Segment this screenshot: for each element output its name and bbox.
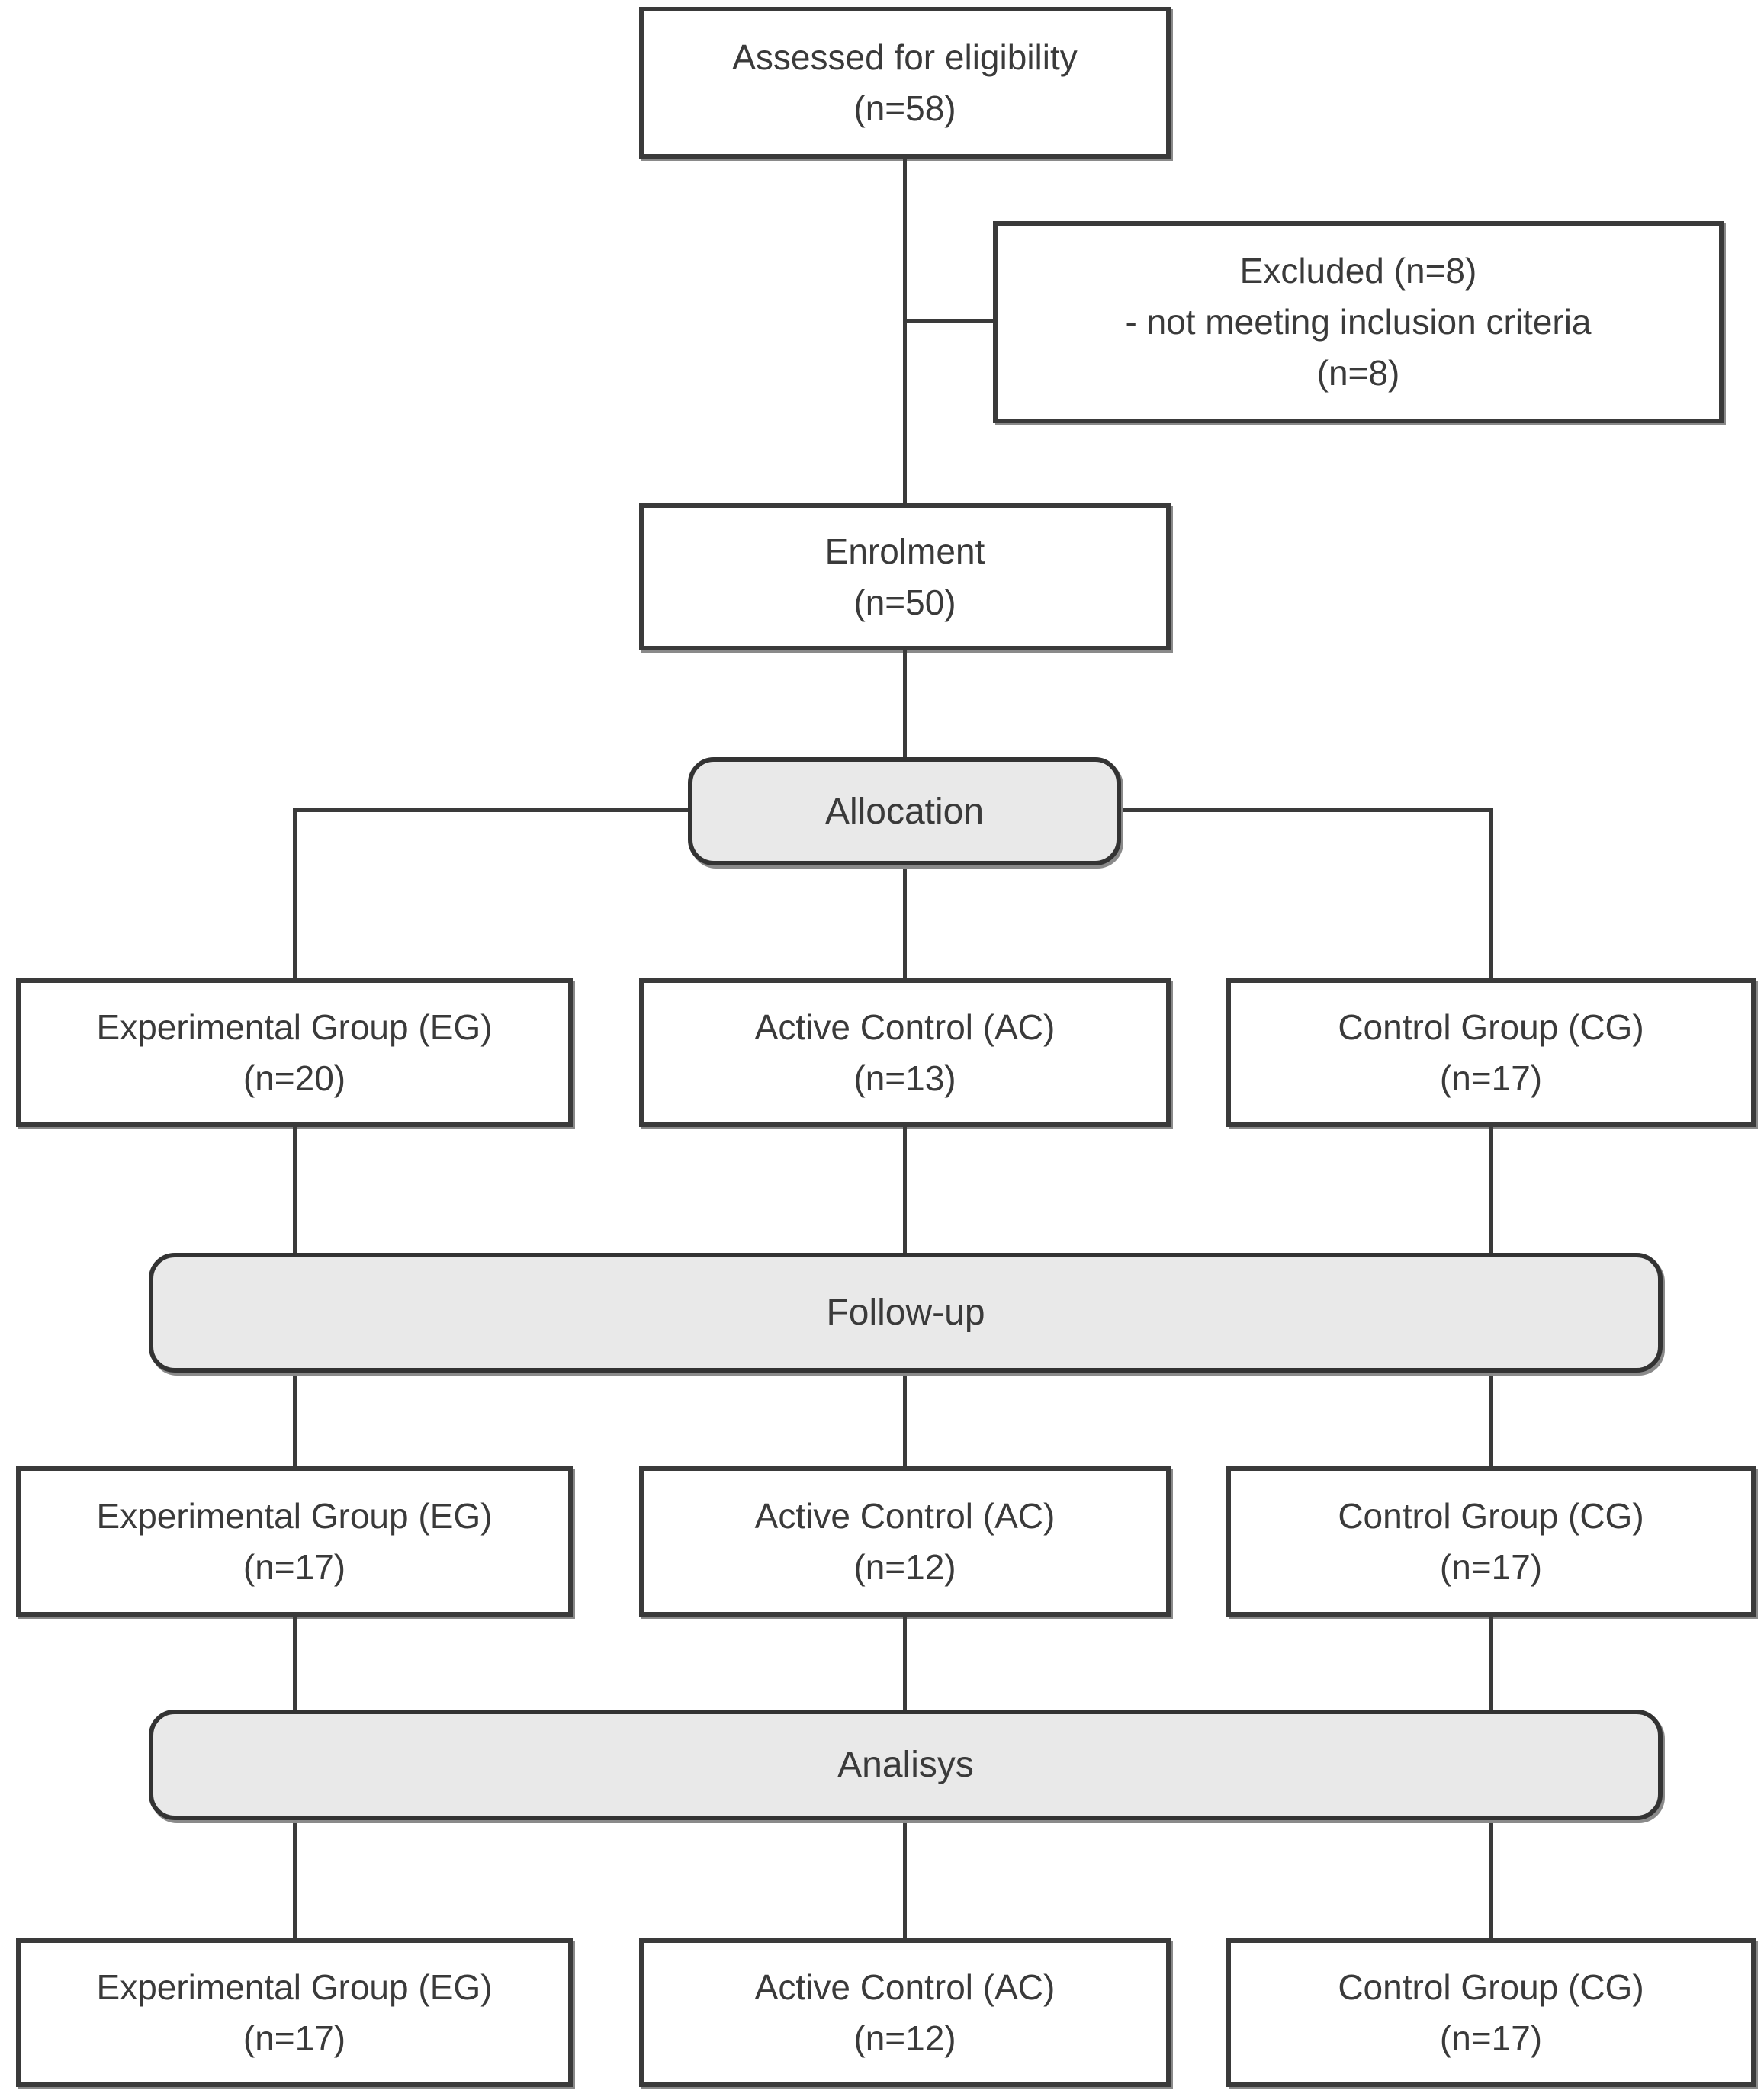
followup-eg-title: Experimental Group (EG) (96, 1495, 493, 1536)
connector-cg-to-analysis (1489, 1614, 1493, 1712)
alloc-ac-count: (n=13) (853, 1058, 956, 1098)
allocation-stage-label: Allocation (824, 791, 985, 832)
connector-branch-to-excluded (904, 319, 994, 323)
followup-eg-count: (n=17) (243, 1546, 346, 1587)
connector-followup-to-eg (293, 1369, 297, 1469)
connector-followup-to-cg (1489, 1369, 1493, 1469)
connector-alloc-ac-to-followup (903, 1125, 907, 1256)
excluded-box: Excluded (n=8) - not meeting inclusion c… (993, 221, 1724, 423)
followup-eg-box: Experimental Group (EG) (n=17) (16, 1466, 573, 1617)
enrolment-count: (n=50) (853, 582, 956, 622)
connector-analysis-to-cg (1489, 1818, 1493, 1940)
connector-alloc-eg-to-followup (293, 1125, 297, 1256)
connector-right-branch-down (1489, 808, 1493, 981)
analysis-cg-box: Control Group (CG) (n=17) (1226, 1938, 1756, 2087)
analysis-ac-title: Active Control (AC) (754, 1967, 1056, 2007)
followup-ac-count: (n=12) (853, 1546, 956, 1587)
alloc-ac-title: Active Control (AC) (754, 1007, 1056, 1047)
analysis-ac-box: Active Control (AC) (n=12) (639, 1938, 1171, 2087)
connector-alloc-cg-to-followup (1489, 1125, 1493, 1256)
followup-cg-count: (n=17) (1439, 1546, 1543, 1587)
enrolment-title: Enrolment (824, 531, 985, 571)
analysis-eg-title: Experimental Group (EG) (96, 1967, 493, 2007)
connector-analysis-to-eg (293, 1818, 297, 1940)
followup-cg-box: Control Group (CG) (n=17) (1226, 1466, 1756, 1617)
alloc-eg-box: Experimental Group (EG) (n=20) (16, 978, 573, 1127)
alloc-eg-title: Experimental Group (EG) (96, 1007, 493, 1047)
connector-ac-to-analysis (903, 1614, 907, 1712)
followup-ac-box: Active Control (AC) (n=12) (639, 1466, 1171, 1617)
assessed-count: (n=58) (853, 88, 956, 128)
connector-followup-to-ac (903, 1369, 907, 1469)
connector-assessed-to-enrolment (903, 156, 907, 506)
excluded-reason: - not meeting inclusion criteria (1125, 302, 1592, 342)
connector-eg-to-analysis (293, 1614, 297, 1712)
enrolment-box: Enrolment (n=50) (639, 503, 1171, 650)
analysis-eg-count: (n=17) (243, 2018, 346, 2058)
followup-ac-title: Active Control (AC) (754, 1495, 1056, 1536)
connector-allocation-right-branch (1120, 808, 1493, 812)
analysis-stage-label: Analisys (837, 1745, 974, 1785)
followup-cg-title: Control Group (CG) (1338, 1495, 1644, 1536)
alloc-ac-box: Active Control (AC) (n=13) (639, 978, 1171, 1127)
alloc-cg-title: Control Group (CG) (1338, 1007, 1644, 1047)
followup-stage-label: Follow-up (826, 1292, 985, 1333)
assessed-box: Assessed for eligibility (n=58) (639, 7, 1171, 159)
alloc-cg-box: Control Group (CG) (n=17) (1226, 978, 1756, 1127)
alloc-eg-count: (n=20) (243, 1058, 346, 1098)
assessed-title: Assessed for eligibility (732, 37, 1078, 77)
analysis-cg-count: (n=17) (1439, 2018, 1543, 2058)
connector-allocation-mid-down (903, 864, 907, 981)
analysis-cg-title: Control Group (CG) (1338, 1967, 1644, 2007)
connector-enrolment-to-allocation (903, 648, 907, 759)
analysis-stage: Analisys (149, 1710, 1663, 1820)
analysis-eg-box: Experimental Group (EG) (n=17) (16, 1938, 573, 2087)
excluded-count: (n=8) (1316, 352, 1400, 393)
allocation-stage: Allocation (688, 757, 1121, 865)
excluded-title: Excluded (n=8) (1239, 251, 1477, 291)
followup-stage: Follow-up (149, 1253, 1663, 1373)
connector-allocation-left-branch (294, 808, 689, 812)
connector-left-branch-down (293, 808, 297, 981)
connector-analysis-to-ac (903, 1818, 907, 1940)
analysis-ac-count: (n=12) (853, 2018, 956, 2058)
alloc-cg-count: (n=17) (1439, 1058, 1543, 1098)
